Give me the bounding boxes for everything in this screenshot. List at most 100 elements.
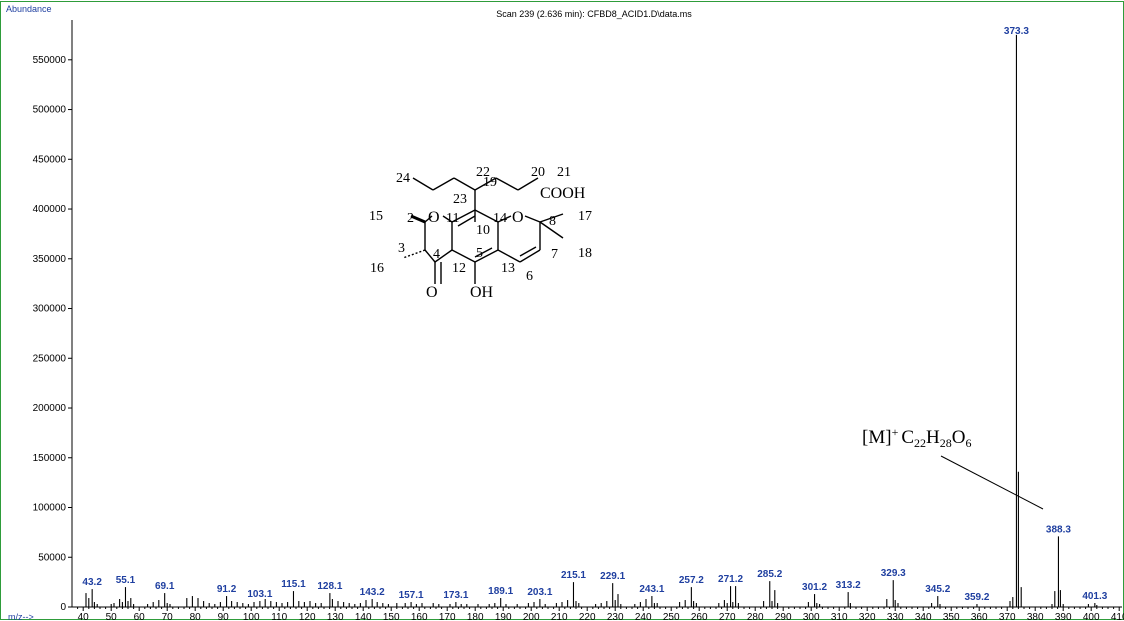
x-tick-label: 260 <box>691 612 708 621</box>
peak-label: 271.2 <box>718 574 743 585</box>
peak-label: 143.2 <box>360 587 385 598</box>
x-tick-label: 230 <box>607 612 624 621</box>
structure-label: OH <box>470 284 494 301</box>
y-tick-label: 350000 <box>33 254 67 265</box>
structure-label: 23 <box>453 192 467 207</box>
peak-label: 189.1 <box>488 586 513 597</box>
peak-label: 257.2 <box>679 575 704 586</box>
x-tick-label: 160 <box>411 612 428 621</box>
peak-label: 203.1 <box>527 587 552 598</box>
x-tick-label: 290 <box>775 612 792 621</box>
peak-label: 115.1 <box>281 579 306 590</box>
x-tick-label: 300 <box>803 612 820 621</box>
structure-label: 10 <box>476 223 490 238</box>
x-tick-label: 390 <box>1055 612 1072 621</box>
x-tick-label: 210 <box>551 612 568 621</box>
x-tick-label: 100 <box>243 612 260 621</box>
chemical-structure <box>402 177 564 284</box>
annotation-pointer-line <box>940 455 1044 510</box>
peak-label: 69.1 <box>155 581 175 592</box>
y-tick-label: 450000 <box>33 154 67 165</box>
x-tick-label: 360 <box>971 612 988 621</box>
structure-label: 3 <box>398 241 405 256</box>
annotation-formula: C22H28O6 <box>901 427 971 450</box>
peak-label: 401.3 <box>1082 591 1107 602</box>
x-tick-label: 330 <box>887 612 904 621</box>
peak-label: 345.2 <box>925 584 950 595</box>
peak-label: 43.2 <box>82 577 102 588</box>
peak-label: 55.1 <box>116 575 136 586</box>
structure-label: 7 <box>551 247 558 262</box>
peak-label: 157.1 <box>399 590 424 601</box>
structure-label: 6 <box>526 269 533 284</box>
x-tick-label: 240 <box>635 612 652 621</box>
annotation-charge: + <box>892 425 899 439</box>
x-tick-label: 270 <box>719 612 736 621</box>
x-tick-label: 280 <box>747 612 764 621</box>
y-tick-label: 550000 <box>33 55 67 66</box>
structure-label: 14 <box>493 211 507 226</box>
structure-label: COOH <box>540 185 586 202</box>
x-tick-label: 130 <box>327 612 344 621</box>
y-tick-label: 0 <box>60 602 66 613</box>
y-tick-label: 150000 <box>33 453 67 464</box>
x-tick-label: 400 <box>1083 612 1100 621</box>
peak-label: 388.3 <box>1046 524 1071 535</box>
structure-label: 19 <box>483 175 497 190</box>
y-axis-label: Abundance <box>6 4 52 14</box>
x-tick-label: 340 <box>915 612 932 621</box>
structure-label: 2 <box>407 211 414 226</box>
structure-label: 22 <box>476 165 490 180</box>
x-tick-label: 40 <box>78 612 90 621</box>
structure-label: 24 <box>396 171 410 186</box>
structure-label: 4 <box>433 247 440 262</box>
y-tick-label: 200000 <box>33 403 67 414</box>
x-tick-label: 110 <box>271 612 287 621</box>
structure-label: 21 <box>557 165 571 180</box>
x-tick-label: 410 <box>1111 612 1124 621</box>
x-tick-label: 180 <box>467 612 484 621</box>
peak-label: 329.3 <box>881 568 906 579</box>
y-tick-label: 400000 <box>33 204 67 215</box>
peak-label: 91.2 <box>217 584 237 595</box>
svg-text:[M]+C22H28O6: [M]+C22H28O6 <box>862 425 972 450</box>
structure-label: 5 <box>476 246 483 261</box>
y-tick-label: 100000 <box>33 503 67 514</box>
peak-label: 229.1 <box>600 571 625 582</box>
peak-label: 359.2 <box>964 592 989 603</box>
x-tick-label: 310 <box>831 612 848 621</box>
x-tick-label: 150 <box>383 612 400 621</box>
y-tick-label: 300000 <box>33 304 67 315</box>
peak-label: 301.2 <box>802 582 827 593</box>
structure-label: 15 <box>369 209 383 224</box>
x-tick-label: 190 <box>495 612 512 621</box>
peak-label: 373.3 <box>1004 26 1029 37</box>
structure-label: 20 <box>531 165 545 180</box>
molecular-ion-annotation: [M]+C22H28O6 <box>862 425 1044 510</box>
x-axis-label: m/z--> <box>8 612 34 621</box>
x-tick-label: 220 <box>579 612 596 621</box>
structure-label: 8 <box>549 214 556 229</box>
y-axis-ticks: 0500001000001500002000002500003000003500… <box>33 55 72 613</box>
peak-label: 173.1 <box>443 590 468 601</box>
peak-label: 285.2 <box>757 569 782 580</box>
x-tick-label: 60 <box>134 612 146 621</box>
x-tick-label: 350 <box>943 612 960 621</box>
x-tick-label: 70 <box>162 612 174 621</box>
x-tick-label: 80 <box>190 612 202 621</box>
y-tick-label: 250000 <box>33 353 67 364</box>
spectrum-peaks <box>85 34 1098 607</box>
x-tick-label: 380 <box>1027 612 1044 621</box>
x-tick-label: 50 <box>106 612 118 621</box>
y-tick-label: 500000 <box>33 105 67 116</box>
peak-label: 243.1 <box>639 584 664 595</box>
structure-label: 11 <box>446 211 459 226</box>
structure-label: 18 <box>578 246 592 261</box>
peak-label: 313.2 <box>836 580 861 591</box>
structure-label: O <box>512 209 524 226</box>
structure-label: O <box>426 284 438 301</box>
